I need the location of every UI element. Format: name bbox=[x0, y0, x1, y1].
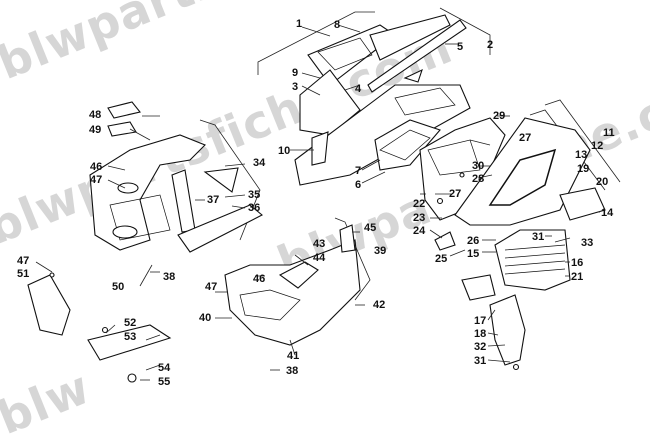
callout-45: 45 bbox=[364, 222, 376, 234]
callout-31-upper: 31 bbox=[532, 231, 544, 243]
callout-5: 5 bbox=[457, 41, 463, 53]
callout-44: 44 bbox=[313, 252, 326, 264]
exploded-view-drawing: 1 2 3 4 5 6 7 8 9 10 11 12 13 14 15 16 1… bbox=[17, 7, 621, 388]
callout-10: 10 bbox=[278, 145, 290, 157]
callout-41: 41 bbox=[287, 350, 299, 362]
callout-48: 48 bbox=[89, 109, 101, 121]
callout-49: 49 bbox=[89, 124, 101, 136]
left-console-assembly bbox=[89, 101, 263, 287]
callout-labels: 1 2 3 4 5 6 7 8 9 10 11 12 13 14 15 16 1… bbox=[17, 18, 615, 388]
callout-23: 23 bbox=[413, 212, 425, 224]
callout-27-lower: 27 bbox=[449, 188, 461, 200]
callout-47-lowerleft: 47 bbox=[17, 255, 29, 267]
callout-16: 16 bbox=[571, 257, 583, 269]
callout-26: 26 bbox=[467, 235, 479, 247]
callout-55: 55 bbox=[158, 376, 170, 388]
callout-52: 52 bbox=[124, 317, 136, 329]
callout-8: 8 bbox=[334, 19, 340, 31]
callout-17: 17 bbox=[474, 315, 486, 327]
callout-32: 32 bbox=[474, 341, 486, 353]
side-vent-grille bbox=[504, 244, 566, 275]
callout-54: 54 bbox=[158, 362, 171, 374]
belly-pan-assembly bbox=[87, 217, 371, 383]
callout-3: 3 bbox=[292, 81, 298, 93]
callout-46-left: 46 bbox=[90, 161, 102, 173]
callout-43: 43 bbox=[313, 238, 325, 250]
callout-47-left: 47 bbox=[90, 174, 102, 186]
callout-47-bottom: 47 bbox=[205, 281, 217, 293]
callout-22: 22 bbox=[413, 198, 425, 210]
callout-50: 50 bbox=[112, 281, 124, 293]
callout-14: 14 bbox=[601, 207, 614, 219]
callout-4: 4 bbox=[355, 83, 362, 95]
callout-24: 24 bbox=[413, 225, 426, 237]
lower-left-bracket bbox=[27, 261, 71, 336]
callout-39: 39 bbox=[374, 245, 386, 257]
callout-40: 40 bbox=[199, 312, 211, 324]
callout-53: 53 bbox=[124, 331, 136, 343]
callout-37: 37 bbox=[207, 194, 219, 206]
callout-18: 18 bbox=[474, 328, 486, 340]
callout-36: 36 bbox=[248, 202, 260, 214]
windshield-hood-assembly bbox=[257, 7, 491, 186]
callout-27-upper: 27 bbox=[519, 132, 531, 144]
callout-28: 28 bbox=[472, 173, 484, 185]
callout-21: 21 bbox=[571, 271, 583, 283]
callout-25: 25 bbox=[435, 253, 447, 265]
callout-42: 42 bbox=[373, 299, 385, 311]
callout-20: 20 bbox=[596, 176, 608, 188]
callout-29: 29 bbox=[493, 110, 505, 122]
callout-7: 7 bbox=[355, 165, 361, 177]
callout-35: 35 bbox=[248, 189, 260, 201]
callout-11: 11 bbox=[603, 127, 615, 139]
callout-15: 15 bbox=[467, 248, 479, 260]
callout-1: 1 bbox=[296, 18, 302, 30]
callout-38-lower: 38 bbox=[286, 365, 298, 377]
callout-30: 30 bbox=[472, 160, 484, 172]
callout-13: 13 bbox=[575, 149, 587, 161]
callout-34: 34 bbox=[253, 157, 266, 169]
callout-33: 33 bbox=[581, 237, 593, 249]
callout-6: 6 bbox=[355, 179, 361, 191]
right-side-panel-assembly bbox=[419, 99, 621, 371]
callout-2: 2 bbox=[487, 39, 493, 51]
callout-38-upper: 38 bbox=[163, 271, 175, 283]
callout-9: 9 bbox=[292, 67, 298, 79]
callout-46-bottom: 46 bbox=[253, 273, 265, 285]
callout-12: 12 bbox=[591, 140, 603, 152]
callout-31-lower: 31 bbox=[474, 355, 486, 367]
callout-19: 19 bbox=[577, 163, 589, 175]
callout-51: 51 bbox=[17, 268, 29, 280]
